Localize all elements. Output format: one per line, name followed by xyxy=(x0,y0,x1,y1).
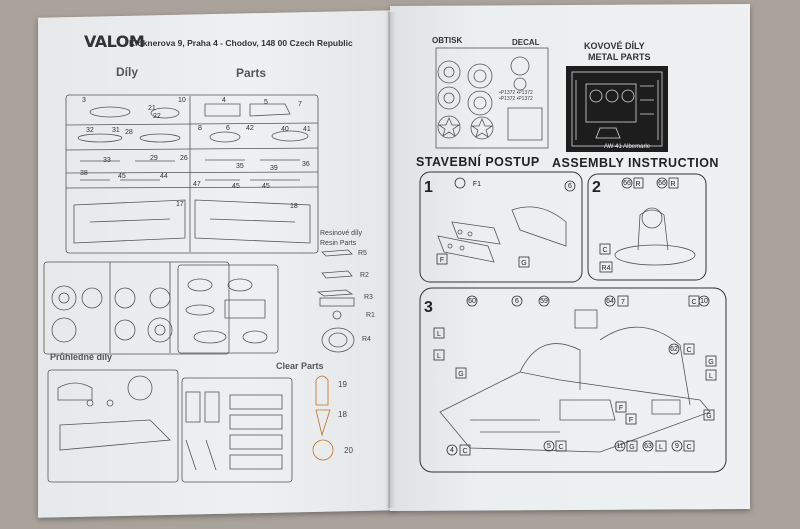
svg-text:45: 45 xyxy=(118,173,126,180)
svg-text:64: 64 xyxy=(606,298,614,305)
metal-parts-en: METAL PARTS xyxy=(588,52,651,62)
svg-text:47: 47 xyxy=(193,181,201,188)
metal-parts-cz: KOVOVÉ DÍLY xyxy=(584,41,645,51)
svg-text:5: 5 xyxy=(547,443,551,450)
svg-text:4: 4 xyxy=(222,97,226,104)
svg-text:22: 22 xyxy=(153,113,161,120)
svg-text:6: 6 xyxy=(226,125,230,132)
svg-text:29: 29 xyxy=(150,155,158,162)
svg-text:60: 60 xyxy=(468,298,476,305)
svg-text:F: F xyxy=(440,257,444,264)
svg-text:10: 10 xyxy=(178,97,186,104)
step2-number: 2 xyxy=(592,179,601,196)
parts-label-en: Parts xyxy=(236,66,267,80)
resin-label-cz: Resinové díly xyxy=(320,230,363,237)
svg-text:L: L xyxy=(437,331,441,338)
svg-text:C: C xyxy=(686,347,691,354)
svg-text:17: 17 xyxy=(176,201,184,208)
svg-text:31: 31 xyxy=(112,127,120,134)
svg-text:63: 63 xyxy=(644,443,652,450)
svg-text:45: 45 xyxy=(232,183,240,190)
metal-fret-caption: AW 41 Albemarle xyxy=(604,144,651,150)
svg-text:C: C xyxy=(462,448,467,455)
resin-r4: R4 xyxy=(362,336,371,343)
svg-text:6: 6 xyxy=(515,298,519,305)
svg-text:R: R xyxy=(670,181,675,188)
resin-label-en: Resin Parts xyxy=(320,240,357,247)
resin-r1: R1 xyxy=(366,312,375,319)
page-gutter xyxy=(388,12,396,508)
svg-text:L: L xyxy=(659,444,663,451)
svg-text:32: 32 xyxy=(86,127,94,134)
clear-part-20: 20 xyxy=(344,446,353,455)
svg-text:C: C xyxy=(558,444,563,451)
decal-label: DECAL xyxy=(512,38,540,47)
svg-text:39: 39 xyxy=(270,165,278,172)
brand-logo: VALOM xyxy=(84,32,145,51)
svg-text:G: G xyxy=(521,260,526,267)
svg-text:F: F xyxy=(619,405,623,412)
svg-text:9: 9 xyxy=(675,443,679,450)
svg-text:45: 45 xyxy=(262,183,270,190)
svg-text:6: 6 xyxy=(568,183,572,190)
svg-text:8: 8 xyxy=(198,125,202,132)
svg-text:G: G xyxy=(458,371,463,378)
svg-text:59: 59 xyxy=(540,298,548,305)
resin-r5: R5 xyxy=(358,250,367,257)
svg-text:•P1372 •P1372: •P1372 •P1372 xyxy=(499,90,533,96)
svg-text:66: 66 xyxy=(658,180,666,187)
svg-text:42: 42 xyxy=(246,125,254,132)
resin-r2: R2 xyxy=(360,272,369,279)
svg-text:62: 62 xyxy=(670,346,678,353)
svg-text:L: L xyxy=(709,373,713,380)
assembly-title-en: ASSEMBLY INSTRUCTION xyxy=(552,156,719,170)
svg-text:38: 38 xyxy=(80,170,88,177)
step3-number: 3 xyxy=(424,299,433,316)
svg-text:28: 28 xyxy=(125,129,133,136)
svg-text:66: 66 xyxy=(623,180,631,187)
svg-text:L: L xyxy=(437,353,441,360)
assembly-title-cz: STAVEBNÍ POSTUP xyxy=(416,155,540,169)
svg-text:40: 40 xyxy=(281,126,289,133)
svg-text:C: C xyxy=(691,299,696,306)
parts-label-cz: Díly xyxy=(116,65,139,79)
clear-part-19: 19 xyxy=(338,380,347,389)
svg-text:41: 41 xyxy=(303,126,311,133)
svg-text:G: G xyxy=(629,444,634,451)
svg-text:C: C xyxy=(686,444,691,451)
svg-text:G: G xyxy=(706,413,711,420)
svg-text:4: 4 xyxy=(450,447,454,454)
svg-text:G: G xyxy=(708,359,713,366)
svg-text:36: 36 xyxy=(302,161,310,168)
svg-text:35: 35 xyxy=(236,163,244,170)
svg-text:7: 7 xyxy=(621,299,625,306)
clear-label-en: Clear Parts xyxy=(276,361,324,371)
svg-text:5: 5 xyxy=(264,99,268,106)
svg-text:10: 10 xyxy=(700,298,708,305)
step1-number: 1 xyxy=(424,179,433,196)
resin-r3: R3 xyxy=(364,294,373,301)
svg-text:F1: F1 xyxy=(473,181,481,188)
company-address: Kloknerova 9, Praha 4 - Chodov, 148 00 C… xyxy=(129,38,353,48)
svg-text:18: 18 xyxy=(290,203,298,210)
svg-text:44: 44 xyxy=(160,173,168,180)
svg-text:21: 21 xyxy=(148,105,156,112)
svg-text:F: F xyxy=(629,417,633,424)
svg-text:•P1372 •P1372: •P1372 •P1372 xyxy=(499,96,533,102)
svg-text:26: 26 xyxy=(180,155,188,162)
clear-label-cz: Průhledné díly xyxy=(50,352,113,362)
obtisk-label: OBTISK xyxy=(432,36,463,45)
svg-text:3: 3 xyxy=(82,97,86,104)
clear-part-18: 18 xyxy=(338,410,347,419)
svg-text:11: 11 xyxy=(616,443,623,450)
svg-text:7: 7 xyxy=(298,101,302,108)
svg-text:C: C xyxy=(602,247,607,254)
svg-text:33: 33 xyxy=(103,157,111,164)
svg-text:R4: R4 xyxy=(602,265,611,272)
svg-text:R: R xyxy=(635,181,640,188)
